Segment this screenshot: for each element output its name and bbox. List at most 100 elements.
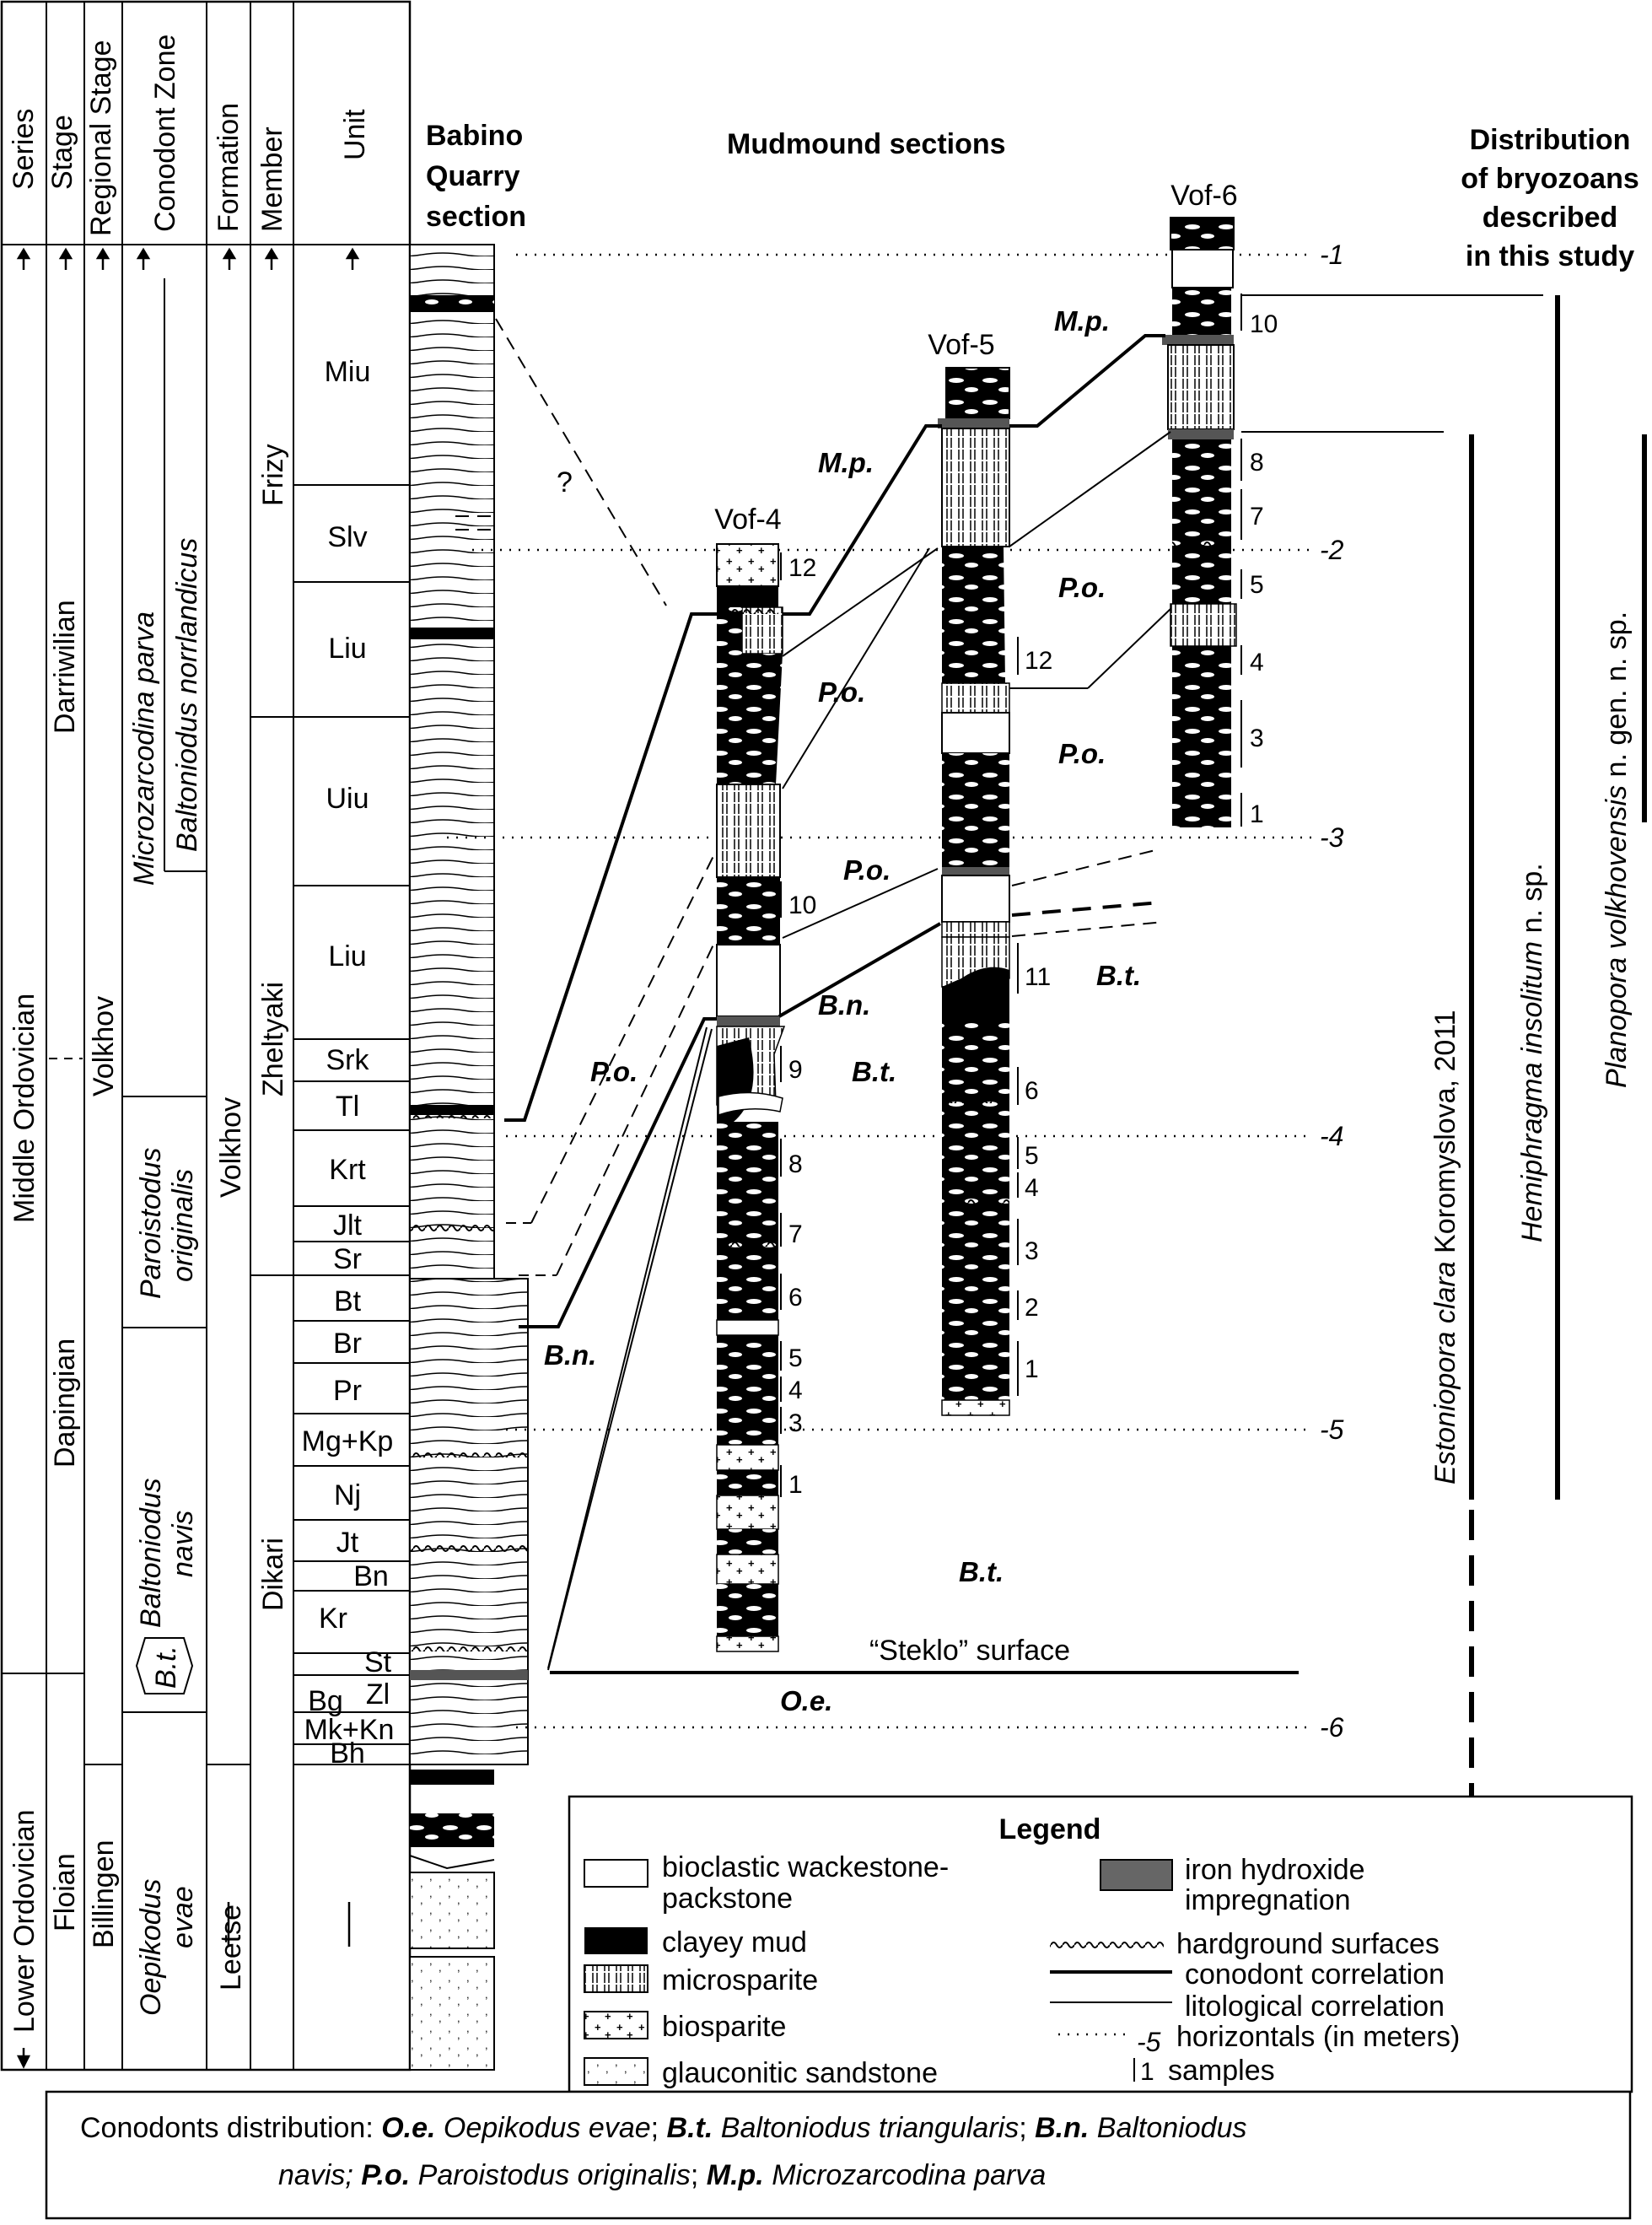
member-dikari: Dikari — [257, 1538, 289, 1611]
vof6-sample-3: 3 — [1250, 725, 1264, 752]
regional-stage-volkhov: Volkhov — [88, 996, 120, 1096]
legend-samples: samples — [1168, 2055, 1275, 2087]
horizontal-label-1: -1 — [1320, 240, 1343, 270]
label-bt-3: B.t. — [959, 1556, 1004, 1587]
stage-darriwilian: Darriwilian — [49, 600, 81, 734]
unit-uiu: Uiu — [326, 783, 369, 815]
arrow-down-icon — [16, 2048, 31, 2069]
header-formation: Formation — [213, 103, 245, 232]
species-planopora-volkhovensis: Planopora volkhovensis n. gen. n. sp. — [1601, 611, 1633, 1088]
vof5-sample-5: 5 — [1025, 1142, 1039, 1170]
legend-swatch-biosparite — [584, 2011, 648, 2039]
legend-samples-sample: 1 — [1140, 2058, 1154, 2086]
label-bt-1: B.t. — [1096, 960, 1141, 991]
zone-microzarcodina-parva: Microzarcodina parva — [128, 611, 160, 886]
vof4-sample-1: 1 — [788, 1471, 803, 1499]
horizontal-label-2: -2 — [1320, 535, 1344, 565]
label-bn-1: B.n. — [818, 989, 870, 1021]
horizontal-label-5: -5 — [1320, 1414, 1344, 1445]
stratigraphic-table: Series Stage Regional Stage Conodont Zon… — [0, 0, 412, 2071]
legend-swatch-wackestone — [584, 1859, 648, 1888]
legend-litological-correlation: litological correlation — [1185, 1991, 1445, 2023]
unit-zl: Zl — [366, 1678, 390, 1711]
unit-bh: Bh — [330, 1737, 365, 1770]
horizontal-label-6: -6 — [1320, 1712, 1344, 1743]
stage-floian: Floian — [49, 1853, 81, 1931]
heading-mudmound: Mudmound sections — [727, 128, 1006, 160]
unit-br: Br — [333, 1328, 362, 1360]
unit-mk-kn: Mk+Kn — [304, 1714, 395, 1746]
vof6-sample-10: 10 — [1250, 310, 1278, 338]
label-mp-vof4: M.p. — [818, 447, 874, 478]
heading-distribution: Distribution — [1470, 124, 1631, 156]
question-mark: ? — [557, 466, 573, 498]
vof6-sample-1: 1 — [1250, 800, 1264, 828]
unit-srk: Srk — [326, 1044, 370, 1076]
vof5-sample-4: 4 — [1025, 1174, 1039, 1202]
vof5-sample-6: 6 — [1025, 1077, 1039, 1105]
label-oe: O.e. — [780, 1685, 832, 1716]
unit-liu-lower: Liu — [328, 940, 366, 972]
vof5-samples: 12 11 6 5 4 3 2 1 — [1017, 637, 1052, 1396]
legend-iron-line2: impregnation — [1185, 1884, 1351, 1916]
header-unit: Unit — [339, 109, 371, 160]
legend-hardground: hardground surfaces — [1176, 1928, 1439, 1960]
unit-krt: Krt — [329, 1154, 366, 1186]
caption-box: Conodonts distribution: O.e. Oepikodus e… — [45, 2090, 1632, 2220]
vof4-column: Vof-4 — [714, 504, 786, 1652]
vof4-samples: 12 10 9 8 7 6 5 4 3 1 — [780, 552, 816, 1499]
zone-baltoniodus-line2: navis — [167, 1511, 199, 1577]
zone-bt-box: B.t. — [150, 1646, 182, 1689]
legend-glauconitic: glauconitic sandstone — [662, 2057, 938, 2089]
vof6-sample-8: 8 — [1250, 449, 1264, 477]
legend-swatch-hardground — [1050, 1942, 1164, 1950]
label-po-2: P.o. — [818, 676, 865, 708]
vof6-samples: 10 8 7 5 4 3 1 — [1240, 294, 1278, 828]
unit-jt: Jt — [336, 1527, 359, 1559]
member-zheltyaki: Zheltyaki — [257, 982, 289, 1096]
species-hemiphragma-insolitum: Hemiphragma insolitum n. sp. — [1516, 863, 1548, 1242]
zone-paroistodus-line1: Paroistodus — [135, 1147, 167, 1299]
unit-bg: Bg — [308, 1685, 343, 1717]
label-po-3: P.o. — [1058, 738, 1106, 769]
vof6-sample-4: 4 — [1250, 649, 1264, 676]
legend-swatch-clayey — [584, 1927, 648, 1954]
heading-of-bryozoans: of bryozoans — [1461, 163, 1639, 195]
species-estoniopora-clara: Estoniopora clara Koromyslova, 2011 — [1429, 1010, 1461, 1484]
unit-jlt: Jlt — [333, 1209, 363, 1242]
label-mp-vof5: M.p. — [1054, 305, 1110, 337]
legend-swatch-iron — [1100, 1859, 1173, 1891]
stage-dapingian: Dapingian — [49, 1339, 81, 1468]
label-po-1: P.o. — [1058, 572, 1106, 603]
header-member: Member — [256, 127, 288, 232]
unit-bt: Bt — [334, 1285, 362, 1317]
vof5-column: Vof-5 — [928, 329, 1010, 1416]
vof6-column: Vof-6 — [1162, 180, 1238, 827]
legend-iron-line1: iron hydroxide — [1185, 1854, 1365, 1886]
label-po-5: P.o. — [590, 1056, 638, 1087]
zone-oepikodus-line2: evae — [167, 1886, 199, 1948]
vof4-label: Vof-4 — [714, 504, 781, 536]
lithological-correlation-lines — [495, 294, 1543, 1671]
bryozoan-distribution-bars — [1469, 295, 1647, 1906]
zone-oepikodus-line1: Oepikodus — [135, 1878, 167, 2016]
babino-section-column — [409, 244, 529, 2071]
label-po-4: P.o. — [843, 854, 891, 886]
unit-pr: Pr — [333, 1375, 362, 1407]
legend-horizontals-sample: -5 — [1137, 2027, 1161, 2057]
heading-babino: Babino — [426, 120, 523, 152]
heading-babino-section: section — [426, 201, 526, 233]
vof6-label: Vof-6 — [1170, 180, 1237, 212]
unit-slv: Slv — [327, 521, 367, 553]
caption-line1: Conodonts distribution: O.e. Oepikodus e… — [80, 2112, 1246, 2144]
horizontal-label-3: -3 — [1320, 822, 1344, 853]
vof5-sample-3: 3 — [1025, 1237, 1039, 1265]
legend-microsparite: microsparite — [662, 1964, 818, 1996]
formation-volkhov: Volkhov — [215, 1097, 247, 1198]
unit-st: St — [364, 1646, 392, 1678]
legend-conodont-correlation: conodont correlation — [1185, 1958, 1445, 1991]
conodont-correlation-lines — [504, 334, 1299, 1674]
legend-clayey: clayey mud — [662, 1926, 807, 1958]
vof6-sample-7: 7 — [1250, 503, 1264, 531]
